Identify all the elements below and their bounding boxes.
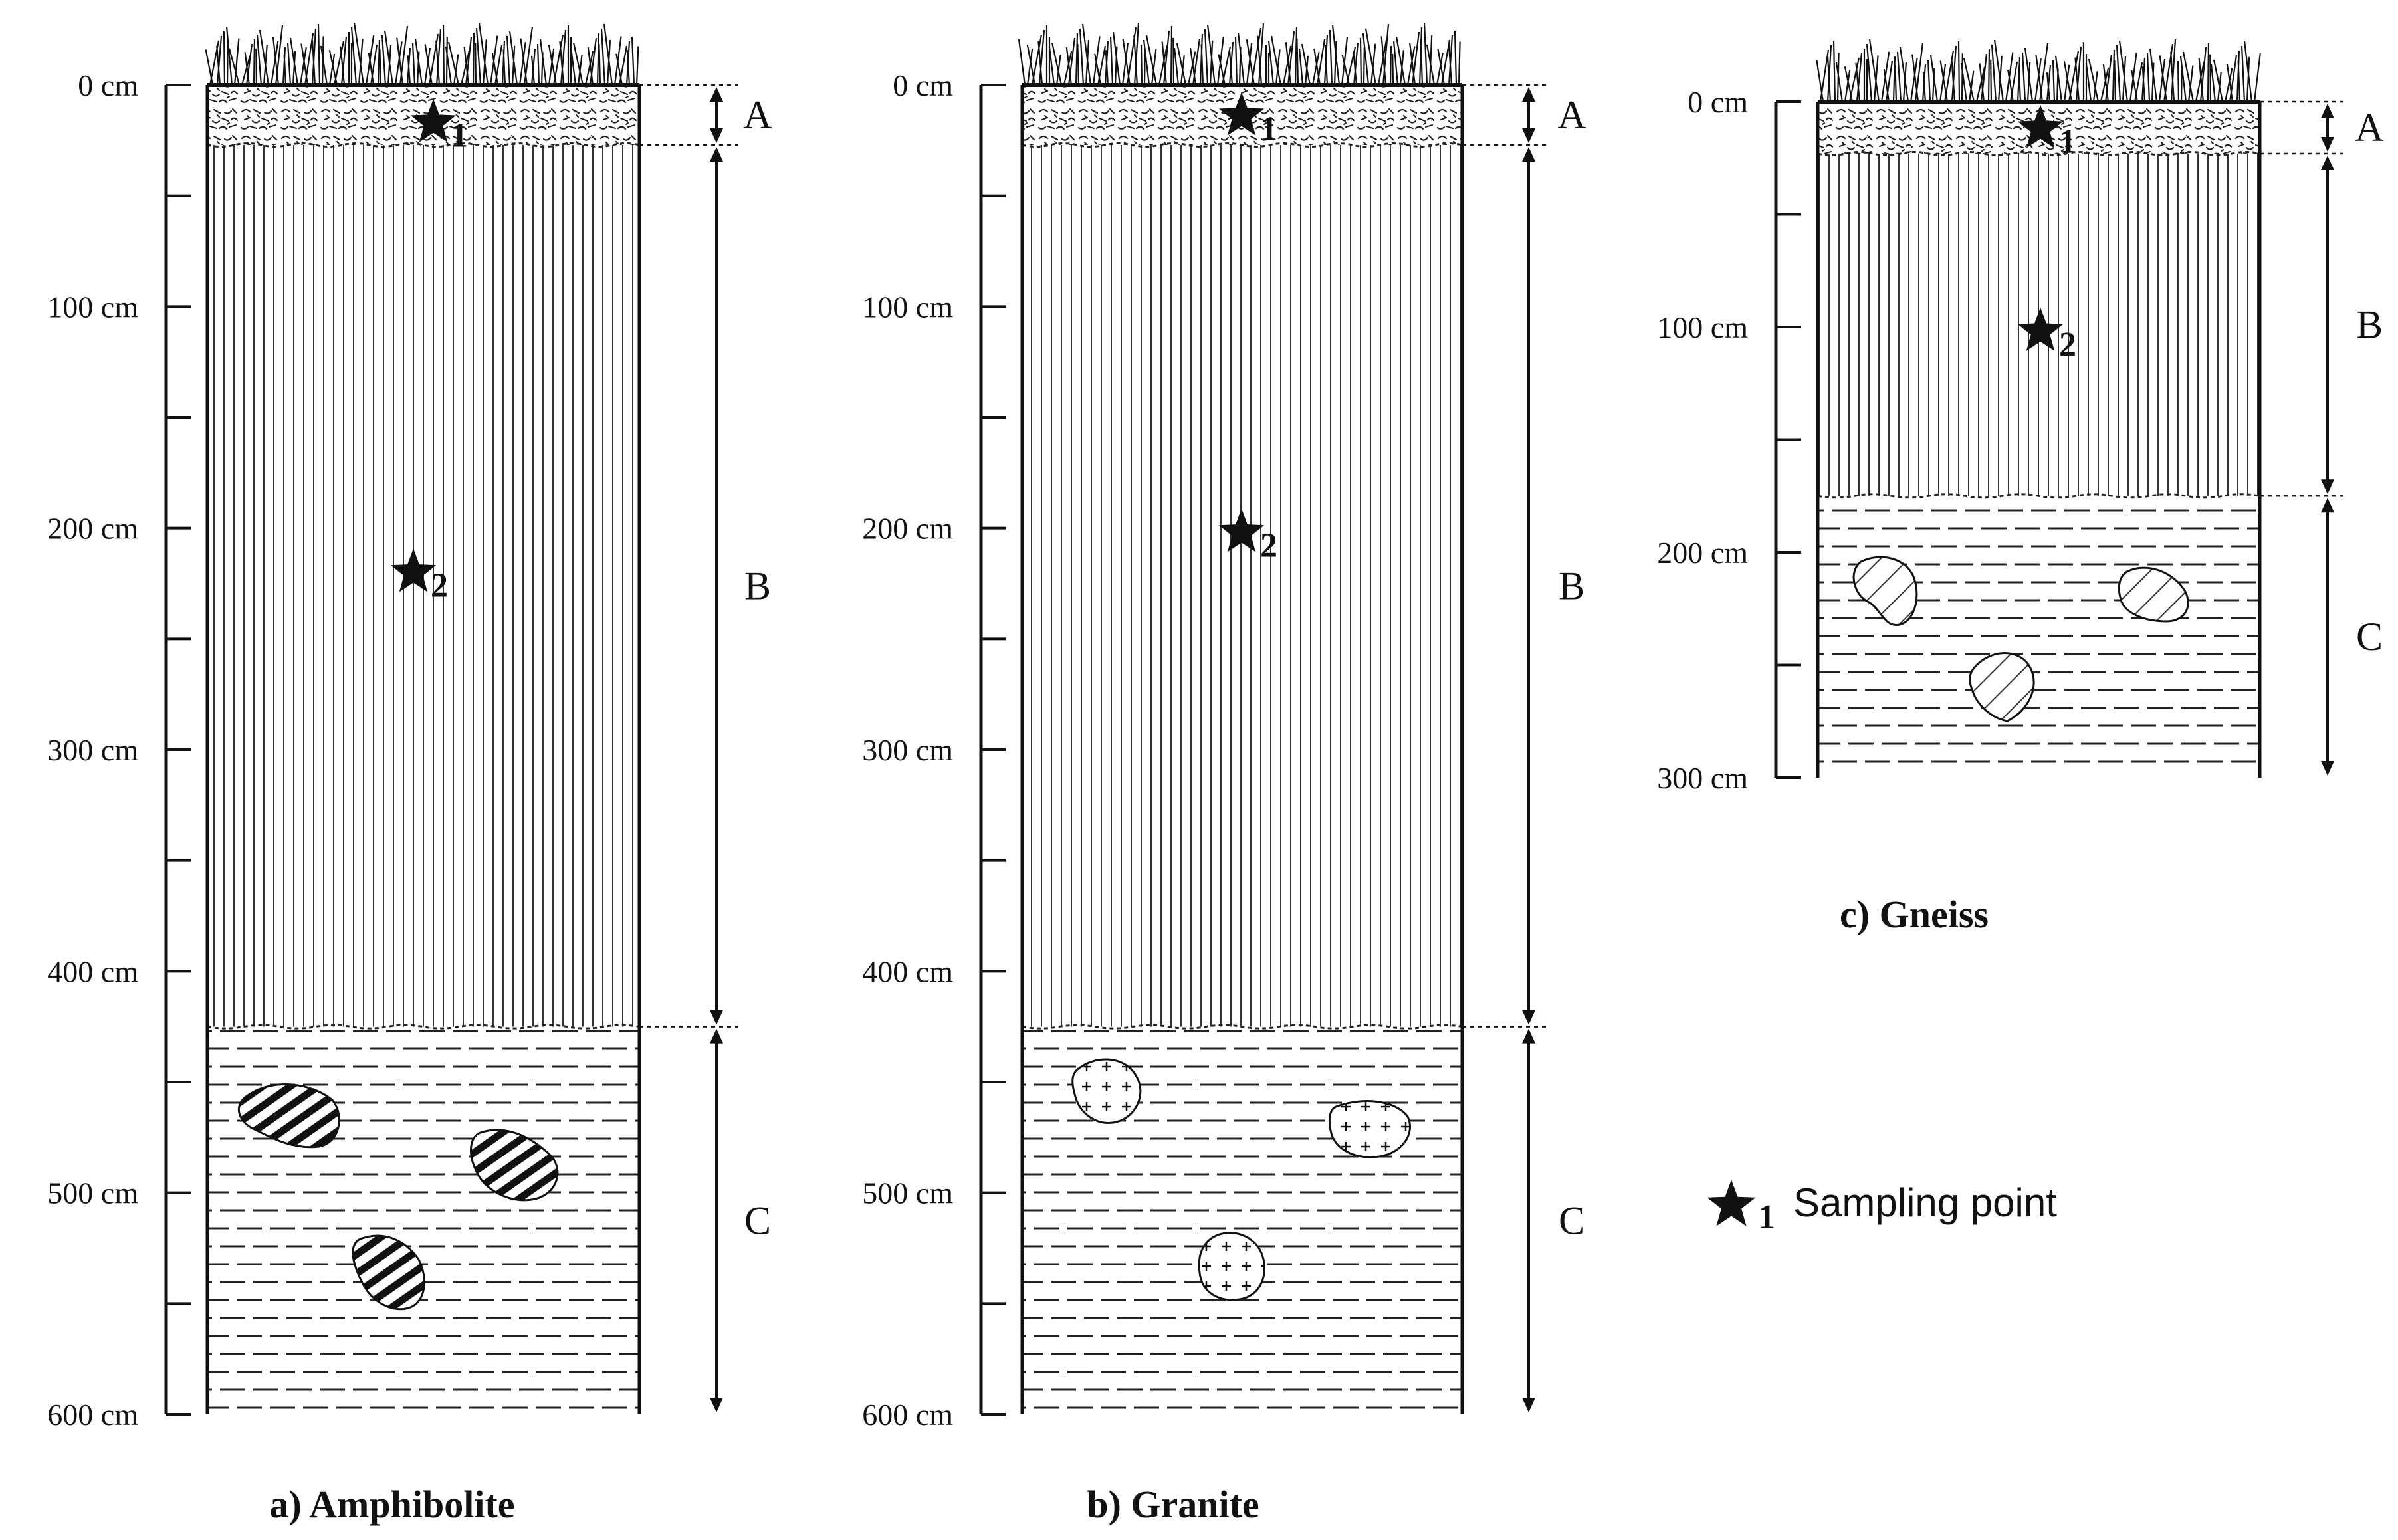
depth-tick-label: 300 cm [47,733,138,767]
grass-vegetation [1018,22,1461,86]
rock-fragment-3 [352,1234,425,1311]
legend: 1 Sampling point [1707,1180,2057,1236]
arrowhead-down [1522,128,1535,143]
sampling-point-star [2017,104,2064,148]
arrowhead-down [710,1010,723,1025]
depth-tick-label: 600 cm [862,1398,953,1432]
depth-tick-label: 0 cm [78,68,138,102]
arrowhead-down [2321,136,2334,152]
arrowhead-up [1522,87,1535,102]
horizon-label-a: A [743,93,772,137]
depth-tick-label: 400 cm [47,954,138,988]
boundary-a-b [1022,142,1463,148]
horizon-c-fill [1818,496,2260,778]
depth-tick-label: 500 cm [47,1176,138,1210]
horizon-label-b: B [2356,303,2383,347]
boundary-a-b [207,142,640,148]
horizon-label-a: A [2355,106,2383,150]
boundary-b-c [1022,1024,1463,1030]
sampling-point-number: 2 [431,566,448,604]
sampling-point-star [390,548,437,592]
horizon-label-a: A [1557,93,1586,137]
arrowhead-up [2321,155,2334,170]
arrowhead-down [2321,479,2334,495]
sampling-point-star [410,98,457,142]
depth-tick-label: 200 cm [862,512,953,546]
arrowhead-up [1522,147,1535,162]
star-icon [1707,1180,1756,1226]
depth-tick-label: 300 cm [862,733,953,767]
arrowhead-down [2321,761,2334,776]
boundary-a-b [1817,150,2260,156]
rock-fragment-1 [1071,1058,1142,1124]
boundary-b-c [1817,493,2260,499]
caption-gneiss: c) Gneiss [1840,893,1989,936]
sampling-point-star [1218,92,1265,136]
sampling-point-number: 1 [1260,110,1277,148]
sampling-point-star [2017,307,2064,351]
arrowhead-up [710,147,723,162]
horizon-label-c: C [744,1198,771,1242]
depth-tick-label: 0 cm [1688,85,1748,119]
arrowhead-up [710,87,723,102]
profile-gneiss: 0 cm 100 cm 200 cm 300 cm A B C 1 2 [1657,39,2384,795]
depth-tick-label: 100 cm [862,290,953,324]
depth-tick-label: 600 cm [47,1398,138,1432]
profile-granite: 0 cm 100 cm 200 cm 300 cm 400 cm 500 cm 600 cm… [862,22,1586,1432]
arrowhead-up [2321,104,2334,118]
sampling-point-number: 1 [2059,123,2076,161]
depth-tick-label: 0 cm [893,68,953,102]
horizon-b-fill [1022,145,1462,1027]
arrowhead-up [1522,1028,1535,1044]
rock-fragment-3 [1198,1232,1266,1301]
horizon-label-c: C [2356,615,2383,659]
sampling-point-number: 2 [1260,526,1277,564]
caption-amphibolite: a) Amphibolite [270,1483,515,1526]
sampling-point-number: 1 [451,117,468,155]
arrowhead-down [1522,1010,1535,1025]
sampling-point-star [1218,508,1265,552]
depth-tick-label: 100 cm [1657,310,1748,344]
depth-tick-label: 100 cm [47,290,138,324]
legend-number: 1 [1758,1198,1775,1236]
horizon-label-b: B [1559,564,1585,607]
depth-tick-label: 500 cm [862,1176,953,1210]
rock-fragment-3 [1969,652,2035,722]
depth-tick-label: 400 cm [862,954,953,988]
caption-granite: b) Granite [1087,1483,1259,1526]
rock-fragment-1 [237,1083,340,1149]
rock-fragment-2 [470,1129,559,1202]
horizon-label-b: B [744,564,771,607]
arrowhead-up [710,1028,723,1044]
rock-fragment-1 [1852,556,1918,626]
rock-fragment-2 [2118,566,2189,623]
depth-tick-label: 200 cm [1657,536,1748,570]
profile-amphibolite: 0 cm 100 cm 200 cm 300 cm 400 cm 500 cm 600 cm… [47,22,772,1432]
boundary-b-c [207,1024,640,1030]
horizon-label-c: C [1559,1198,1585,1242]
grass-vegetation [1816,39,2261,102]
depth-tick-label: 300 cm [1657,761,1748,795]
rock-fragment-2 [1328,1100,1411,1158]
grass-vegetation [205,22,639,86]
arrowhead-down [710,1398,723,1412]
arrowhead-up [2321,498,2334,513]
sampling-point-number: 2 [2059,326,2076,364]
legend-label: Sampling point [1793,1180,2057,1225]
arrowhead-down [710,128,723,143]
arrowhead-down [1522,1398,1535,1412]
depth-tick-label: 200 cm [47,512,138,546]
